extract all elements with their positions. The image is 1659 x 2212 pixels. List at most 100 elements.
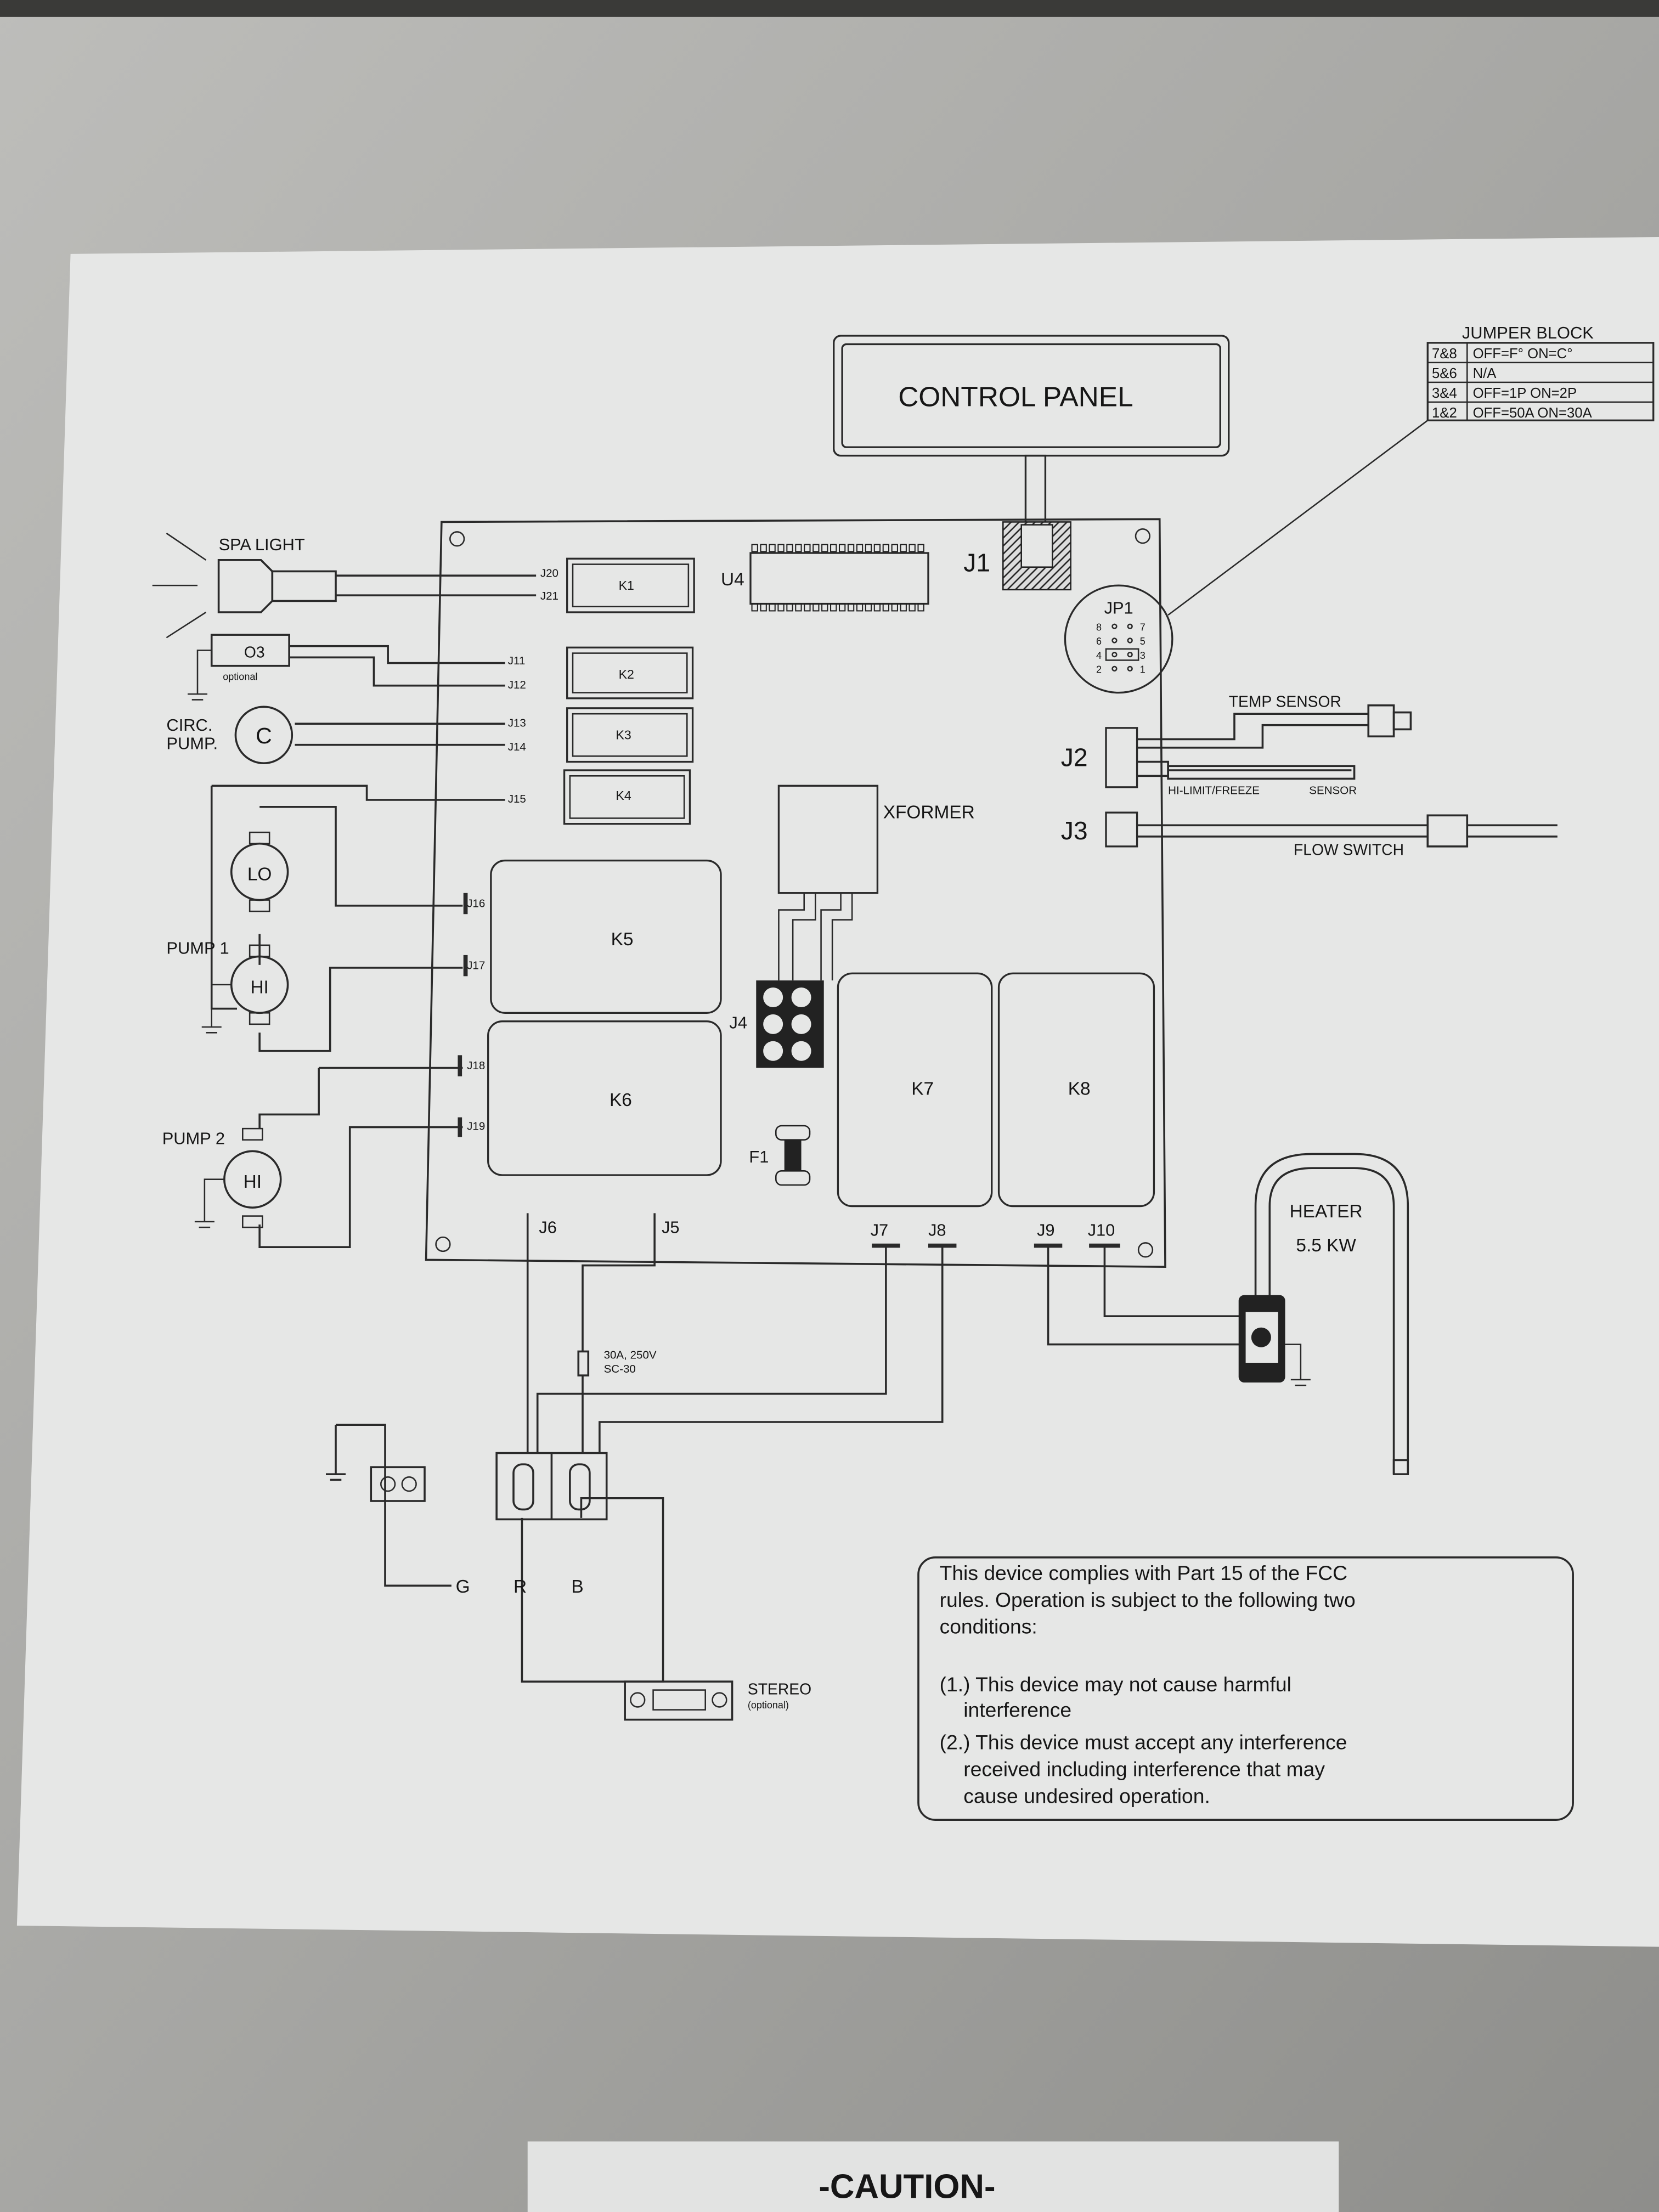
j8-label: J8 [928, 1221, 946, 1240]
ozone-optional-note: optional [223, 671, 257, 682]
j17-label: J17 [467, 960, 485, 972]
terminal-b: B [571, 1577, 583, 1597]
fcc-line: conditions: [940, 1615, 1037, 1638]
j5-label: J5 [662, 1217, 680, 1237]
u4-pin [769, 603, 776, 612]
u4-pin [812, 544, 820, 552]
fcc-notice: This device complies with Part 15 of the… [917, 1556, 1574, 1821]
u4-pin [795, 544, 802, 552]
fuse-rating: SC-30 [604, 1363, 636, 1375]
k4-relay: K4 [616, 788, 631, 803]
j21-label: J21 [540, 590, 558, 602]
terminal-r: R [514, 1577, 527, 1597]
control-panel-label: CONTROL PANEL [898, 381, 1133, 413]
ozone-label: O3 [244, 643, 265, 661]
j13-label: J13 [508, 716, 526, 729]
pump-1-hi: HI [250, 977, 268, 997]
stereo: STEREO (optional) [624, 1680, 811, 1721]
caution-placard: -CAUTION- [527, 2141, 1339, 2212]
j7-label: J7 [871, 1221, 889, 1240]
heater-rating: 5.5 KW [1296, 1235, 1356, 1256]
jp1-pin-label: 3 [1140, 650, 1146, 661]
hi-limit-label: HI-LIMIT/FREEZE [1168, 785, 1260, 797]
pump-1: LO HI PUMP 1 [166, 831, 289, 1034]
u4-pin [786, 603, 793, 612]
spa-light: SPA LIGHT [152, 532, 337, 639]
temp-sensor-label: TEMP SENSOR [1229, 692, 1341, 710]
circulation-pump: C CIRC. PUMP. [166, 706, 294, 764]
jp1-pin-label: 8 [1096, 622, 1102, 633]
jumper-setting: OFF=1P ON=2P [1473, 386, 1577, 401]
u4-pin [917, 603, 924, 612]
u4-pin [830, 603, 837, 612]
sensor-label: SENSOR [1309, 785, 1357, 797]
u4-pin [891, 544, 898, 552]
j6-label: J6 [539, 1217, 557, 1237]
j12-label: J12 [508, 679, 526, 691]
f1-label: F1 [749, 1147, 769, 1166]
j19-label: J19 [467, 1120, 485, 1133]
jumper-pins: 5&6 [1432, 366, 1457, 381]
j2-label: J2 [1061, 743, 1088, 771]
jumper-pins: 7&8 [1432, 346, 1457, 362]
bottom-connectors: J6 J5 J7 J8 J9 J10 [539, 1217, 1115, 1239]
fcc-line: received including interference that may [963, 1757, 1325, 1780]
u4-pin [804, 544, 811, 552]
heater-label: HEATER [1290, 1201, 1363, 1222]
jumper-pins: 1&2 [1432, 405, 1457, 421]
u4-pin [838, 603, 846, 612]
k3-relay: K3 [616, 727, 631, 742]
u4-pin [838, 544, 846, 552]
u4-pin [873, 544, 881, 552]
u4-pin [891, 603, 898, 612]
flow-switch-label: FLOW SWITCH [1294, 840, 1404, 858]
jp1-pin-label: 7 [1140, 622, 1146, 633]
jp1-pin-label: 1 [1140, 664, 1146, 675]
u4-pin [760, 603, 767, 612]
fuse-rating: 30A, 250V [604, 1348, 657, 1361]
u4-pin [795, 603, 802, 612]
jp1-pin-label: 4 [1096, 650, 1102, 661]
j1-label: J1 [963, 548, 990, 577]
k7-relay: K7 [911, 1079, 934, 1099]
jp1-label: JP1 [1104, 599, 1133, 618]
pump-1-label: PUMP 1 [166, 938, 229, 957]
u4-pin [804, 603, 811, 612]
jp1-jumper [1105, 648, 1139, 661]
u4-pin [769, 544, 776, 552]
u4-pin [856, 603, 864, 612]
k5-relay: K5 [611, 929, 634, 950]
j16-label: J16 [467, 897, 485, 910]
jumper-setting: OFF=F° ON=C° [1473, 346, 1573, 362]
u4-pin [777, 544, 785, 552]
xformer-label: XFORMER [883, 802, 975, 822]
fcc-line: interference [963, 1698, 1071, 1721]
circ-pump-symbol: C [256, 723, 272, 748]
j20-label: J20 [540, 567, 558, 580]
jp1-pin-label: 6 [1096, 636, 1102, 647]
jp1-pin-label: 2 [1096, 664, 1102, 675]
u4-pin [882, 603, 890, 612]
u4-pin [751, 603, 758, 612]
u4-pin [751, 544, 758, 552]
u4-pin [830, 544, 837, 552]
control-panel: CONTROL PANEL [833, 335, 1230, 527]
j3-label: J3 [1061, 816, 1088, 845]
fcc-line: This device complies with Part 15 of the… [940, 1561, 1348, 1584]
spa-light-label: SPA LIGHT [219, 535, 305, 554]
u4-pin [856, 544, 864, 552]
pump-2-label: PUMP 2 [162, 1128, 225, 1148]
stereo-label: STEREO [748, 1680, 811, 1697]
pump-2: HI PUMP 2 [162, 1127, 282, 1228]
fcc-line: cause undesired operation. [963, 1784, 1210, 1807]
u4-pin [777, 603, 785, 612]
fcc-line: (2.) This device must accept any interfe… [940, 1731, 1347, 1754]
u4-pin [882, 544, 890, 552]
j11-label: J11 [508, 654, 526, 667]
j15-label: J15 [508, 793, 526, 805]
jp1-pin-label: 5 [1140, 636, 1146, 647]
u4-pin [821, 603, 828, 612]
j9-label: J9 [1037, 1221, 1055, 1240]
j4-label: J4 [729, 1013, 747, 1032]
